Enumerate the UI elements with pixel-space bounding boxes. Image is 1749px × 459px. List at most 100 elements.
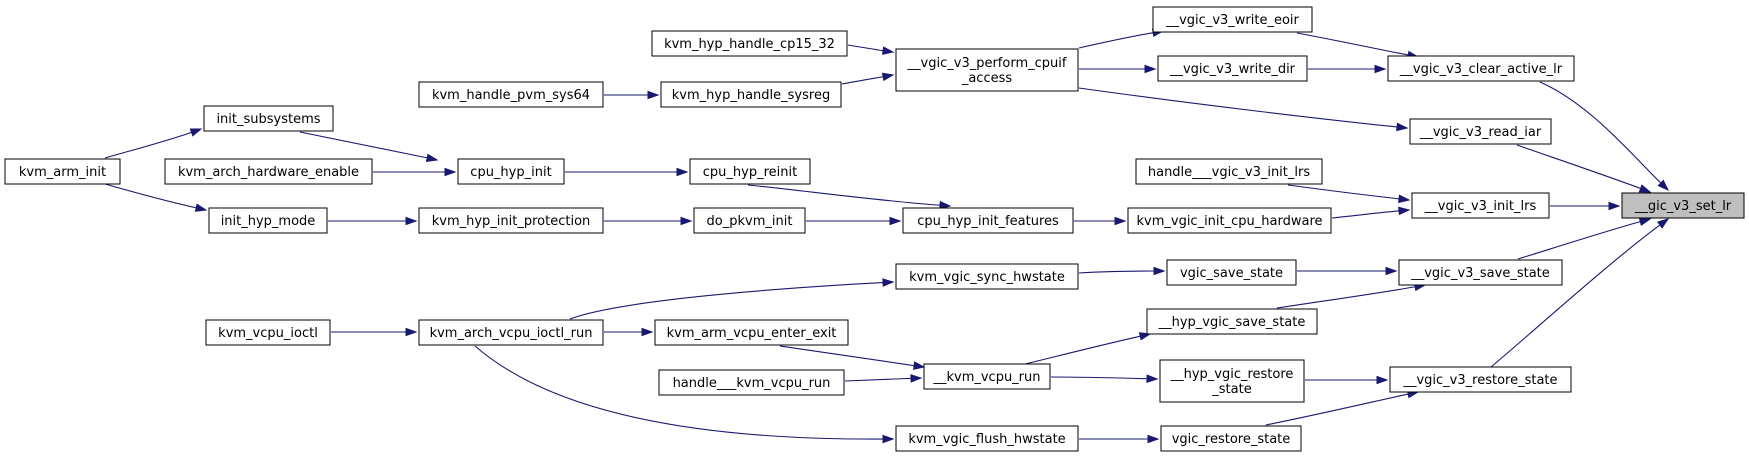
node-vgic-v3-read-iar[interactable]: __vgic_v3_read_iar (1409, 118, 1552, 145)
node-cpu-hyp-init-features[interactable]: cpu_hyp_init_features (902, 207, 1074, 234)
node-vgic-v3-perform-cpuif-access[interactable]: __vgic_v3_perform_cpuif_access (895, 48, 1079, 92)
node-kvm-hyp-handle-sysreg[interactable]: kvm_hyp_handle_sysreg (660, 81, 842, 108)
edge-kvm-hyp-init-protection-to-do-pkvm-init (604, 216, 693, 226)
edge-line (1078, 270, 1155, 274)
edge-line (1078, 32, 1154, 49)
node-box (1152, 6, 1313, 33)
node-label: cpu_hyp_init (470, 165, 551, 180)
edge-init-hyp-mode-to-kvm-hyp-init-protection (328, 216, 418, 226)
node-label: kvm_hyp_handle_sysreg (672, 88, 830, 103)
edge-arrowhead (882, 46, 895, 55)
edge-arrowhead (889, 216, 902, 226)
node-box (658, 369, 845, 396)
node-vgic-v3-write-eoir[interactable]: __vgic_v3_write_eoir (1152, 6, 1313, 33)
node-kvm-arch-vcpu-ioctl-run[interactable]: kvm_arch_vcpu_ioctl_run (418, 319, 604, 346)
edge-arrowhead (913, 361, 926, 370)
edge-line (1078, 87, 1398, 128)
edge-arrowhead (1398, 206, 1411, 216)
edge-line (1024, 335, 1141, 365)
edge-line (1539, 81, 1662, 184)
edge-hyp-vgic-save-state-to-vgic-v3-save-state (1276, 282, 1427, 309)
edge-line (104, 183, 197, 209)
node-vgic-restore-state[interactable]: vgic_restore_state (1160, 425, 1302, 452)
edge-kvm-vgic-sync-hwstate-to-vgic-save-state (1078, 266, 1166, 276)
edge-vgic-v3-restore-state-to-gic-v3-set-lr (1490, 218, 1670, 368)
node-label: __vgic_v3_save_state (1410, 266, 1550, 281)
edge-line (1276, 286, 1416, 309)
edge-handle-kvm-vcpu-run-to-kvm-vcpu-run (844, 374, 923, 383)
edge-arrowhead (1146, 374, 1159, 384)
edge-line (474, 345, 884, 440)
node-box (923, 363, 1051, 390)
node-label: _state (1211, 382, 1251, 397)
node-kvm-hyp-handle-cp15-32[interactable]: kvm_hyp_handle_cp15_32 (651, 30, 848, 57)
node-kvm-hyp-init-protection[interactable]: kvm_hyp_init_protection (418, 207, 604, 234)
node-label: kvm_vgic_init_cpu_hardware (1136, 214, 1322, 229)
edge-cpu-hyp-init-to-cpu-hyp-reinit (564, 167, 689, 177)
node-init-subsystems[interactable]: init_subsystems (203, 105, 334, 132)
edge-arrowhead (1608, 201, 1621, 211)
node-kvm-handle-pvm-sys64[interactable]: kvm_handle_pvm_sys64 (418, 81, 604, 108)
node-handle-kvm-vcpu-run[interactable]: handle___kvm_vcpu_run (658, 369, 845, 396)
node-box (1389, 366, 1572, 393)
node-label: init_subsystems (216, 112, 320, 127)
edge-vgic-v3-clear-active-lr-to-gic-v3-set-lr (1539, 81, 1670, 192)
node-vgic-v3-init-lrs[interactable]: __vgic_v3_init_lrs (1411, 192, 1550, 219)
edge-arrowhead (641, 327, 654, 337)
edge-line (747, 184, 941, 206)
edge-arrowhead (1657, 179, 1670, 192)
edge-line (1287, 184, 1400, 200)
node-label: __hyp_vgic_restore (1170, 367, 1294, 382)
node-label: __vgic_v3_read_iar (1419, 125, 1542, 140)
node-box (1135, 158, 1323, 185)
node-hyp-vgic-restore-state[interactable]: __hyp_vgic_restore_state (1159, 359, 1305, 403)
edge-arrowhead (444, 167, 457, 177)
node-box (418, 81, 604, 108)
node-gic-v3-set-lr: __gic_v3_set_lr (1621, 192, 1745, 219)
edge-line (844, 377, 912, 382)
edge-arrowhead (1376, 375, 1389, 385)
node-handle-vgic-v3-init-lrs[interactable]: handle___vgic_v3_init_lrs (1135, 158, 1323, 185)
edge-line (1331, 210, 1400, 219)
edge-line (1050, 376, 1148, 380)
node-box (418, 207, 604, 234)
edge-arrowhead (939, 200, 952, 210)
node-label: kvm_vcpu_ioctl (218, 326, 318, 341)
edge-arrowhead (189, 128, 203, 137)
node-kvm-vgic-sync-hwstate[interactable]: kvm_vgic_sync_hwstate (895, 263, 1079, 290)
edge-arrowhead (647, 90, 660, 100)
node-kvm-vgic-init-cpu-hardware[interactable]: kvm_vgic_init_cpu_hardware (1127, 207, 1332, 234)
node-box (689, 158, 811, 185)
node-cpu-hyp-reinit[interactable]: cpu_hyp_reinit (689, 158, 811, 185)
node-kvm-arm-vcpu-enter-exit[interactable]: kvm_arm_vcpu_enter_exit (654, 319, 849, 346)
node-vgic-v3-write-dir[interactable]: __vgic_v3_write_dir (1157, 55, 1308, 82)
node-kvm-vcpu-ioctl[interactable]: kvm_vcpu_ioctl (205, 319, 331, 346)
node-do-pkvm-init[interactable]: do_pkvm_init (693, 207, 806, 234)
node-vgic-v3-restore-state[interactable]: __vgic_v3_restore_state (1389, 366, 1572, 393)
node-kvm-vgic-flush-hwstate[interactable]: kvm_vgic_flush_hwstate (895, 425, 1079, 452)
node-init-hyp-mode[interactable]: init_hyp_mode (208, 207, 328, 234)
node-vgic-v3-save-state[interactable]: __vgic_v3_save_state (1398, 259, 1563, 286)
node-kvm-vcpu-run[interactable]: __kvm_vcpu_run (923, 363, 1051, 390)
edge-arrowhead (882, 434, 895, 444)
node-hyp-vgic-save-state[interactable]: __hyp_vgic_save_state (1146, 308, 1318, 335)
edge-kvm-vgic-flush-hwstate-to-vgic-restore-state (1079, 434, 1160, 444)
node-kvm-arm-init[interactable]: kvm_arm_init (4, 158, 121, 185)
node-kvm-arch-hardware-enable[interactable]: kvm_arch_hardware_enable (164, 158, 373, 185)
node-label: __vgic_v3_perform_cpuif (907, 56, 1067, 71)
node-vgic-v3-clear-active-lr[interactable]: __vgic_v3_clear_active_lr (1387, 55, 1575, 82)
node-label: init_hyp_mode (221, 214, 316, 229)
node-label: kvm_arch_vcpu_ioctl_run (430, 326, 593, 341)
node-box (457, 158, 565, 185)
edge-kvm-vcpu-ioctl-to-kvm-arch-vcpu-ioctl-run (331, 327, 418, 337)
node-box (654, 319, 849, 346)
edge-kvm-arm-init-to-init-subsystems (104, 128, 203, 159)
node-label: __kvm_vcpu_run (932, 370, 1040, 385)
node-label: kvm_vgic_sync_hwstate (909, 270, 1065, 285)
node-cpu-hyp-init[interactable]: cpu_hyp_init (457, 158, 565, 185)
node-box (208, 207, 328, 234)
node-vgic-save-state[interactable]: vgic_save_state (1166, 259, 1297, 286)
node-label: kvm_hyp_init_protection (432, 214, 591, 229)
edge-arrowhead (194, 203, 208, 212)
